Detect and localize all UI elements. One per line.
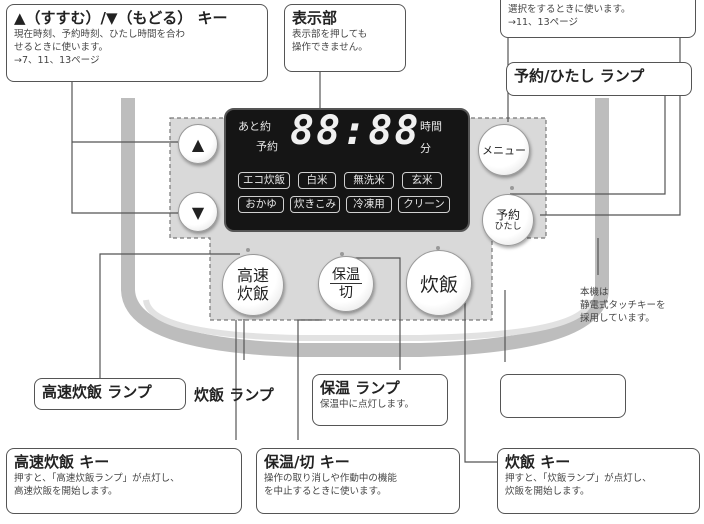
chip-genmai: 玄米 — [402, 172, 442, 189]
chip-takikomi: 炊きこみ — [290, 196, 340, 213]
suihan-key-desc-1: 押すと、「炊飯ランプ」が点灯し、 — [505, 473, 652, 484]
chip-hakumai: 白米 — [298, 172, 336, 189]
menu-button[interactable]: メニュー — [478, 124, 530, 176]
hoon-lamp-callout: 保温 ランプ 保温中に点灯します。 — [312, 374, 448, 426]
yoyaku-lamp-callout: 予約/ひたし ランプ — [506, 62, 692, 96]
suihan-key-title: 炊飯 キー — [505, 453, 571, 471]
kosoku-lamp-title: 高速炊飯 ランプ — [42, 383, 152, 401]
nav-keys-title: ▲（すすむ）/▼（もどる） キー — [14, 9, 228, 27]
hoon-lamp-dot — [340, 252, 344, 256]
yoyaku-hitashi-button[interactable]: 予約 ひたし — [482, 194, 534, 246]
lcd-fun: 分 — [420, 142, 431, 155]
nav-keys-desc-1: 現在時刻、予約時刻、ひたし時間を合わ — [14, 29, 186, 40]
kosoku-label-2: 炊飯 — [236, 284, 269, 303]
display-title: 表示部 — [292, 9, 338, 27]
chip-musenmai: 無洗米 — [344, 172, 394, 189]
lcd-ato: あと約 — [238, 120, 271, 133]
up-button[interactable]: ▲ — [178, 124, 218, 164]
yoyaku-lamp-dot — [510, 186, 514, 190]
suihan-lamp-label: 炊飯 ランプ — [194, 386, 274, 404]
down-arrow-icon: ▼ — [191, 202, 205, 222]
kosoku-lamp-dot — [246, 248, 250, 252]
display-desc-2: 操作できません。 — [292, 42, 368, 53]
touch-note-line-2: 静電式タッチキーを — [580, 300, 666, 311]
kosoku-lamp-callout: 高速炊飯 ランプ — [34, 378, 186, 410]
suihan-key-callout: 炊飯 キー 押すと、「炊飯ランプ」が点灯し、 炊飯を開始します。 — [497, 448, 700, 514]
hoon-lamp-title: 保温 ランプ — [320, 379, 400, 397]
hoon-key-desc-1: 操作の取り消しや作動中の機能 — [264, 473, 397, 484]
yoyaku-lamp-title: 予約/ひたし ランプ — [514, 67, 645, 85]
kosoku-label-1: 高速 — [236, 266, 269, 285]
kosoku-key-desc-2: 高速炊飯を開始します。 — [14, 486, 118, 497]
nav-keys-callout: ▲（すすむ）/▼（もどる） キー 現在時刻、予約時刻、ひたし時間を合わ せるとき… — [6, 4, 268, 82]
kosoku-key-callout: 高速炊飯 キー 押すと、「高速炊飯ランプ」が点灯し、 高速炊飯を開始します。 — [6, 448, 242, 514]
chip-eco: エコ炊飯 — [238, 172, 290, 189]
menu-desc-1: 選択をするときに使います。 — [508, 4, 631, 15]
blank-callout — [500, 374, 626, 418]
hitashi-button-label: ひたし — [494, 221, 522, 232]
display-panel: あと約 予約 88:88 時間 分 エコ炊飯 白米 無洗米 玄米 おかゆ 炊きこ… — [224, 108, 470, 232]
kosoku-key-desc-1: 押すと、「高速炊飯ランプ」が点灯し、 — [14, 473, 180, 484]
chip-okayu: おかゆ — [238, 196, 284, 213]
nav-keys-desc-3: →7、11、13ページ — [14, 55, 100, 66]
hoon-label: 保温 — [330, 266, 362, 284]
hoon-lamp-desc: 保温中に点灯します。 — [320, 399, 415, 410]
chip-clean: クリーン — [398, 196, 450, 213]
yoyaku-button-label: 予約 — [495, 207, 520, 222]
suihan-button-label: 炊飯 — [419, 273, 458, 296]
down-button[interactable]: ▼ — [178, 192, 218, 232]
kosoku-suihan-button[interactable]: 高速 炊飯 — [222, 254, 284, 316]
hoon-key-callout: 保温/切 キー 操作の取り消しや作動中の機能 を中止するときに使います。 — [256, 448, 460, 514]
touch-note-line-3: 採用しています。 — [580, 313, 655, 324]
suihan-lamp-dot — [436, 246, 440, 250]
hoon-key-desc-2: を中止するときに使います。 — [264, 486, 387, 497]
kosoku-key-title: 高速炊飯 キー — [14, 453, 110, 471]
lcd-yoyaku: 予約 — [256, 140, 278, 153]
suihan-key-desc-2: 炊飯を開始します。 — [505, 486, 590, 497]
menu-key-callout: 選択をするときに使います。 →11、13ページ — [500, 0, 696, 38]
touch-note-line-1: 本機は — [580, 287, 609, 298]
menu-button-label: メニュー — [482, 144, 526, 157]
nav-keys-desc-2: せるときに使います。 — [14, 42, 109, 53]
kiri-label: 切 — [339, 284, 353, 301]
hoon-kiri-button[interactable]: 保温 切 — [318, 256, 374, 312]
display-callout: 表示部 表示部を押しても 操作できません。 — [284, 4, 406, 72]
lcd-digits: 88:88 — [290, 108, 421, 154]
up-arrow-icon: ▲ — [191, 134, 205, 154]
touch-key-note: 本機は 静電式タッチキーを 採用しています。 — [580, 286, 666, 325]
display-desc-1: 表示部を押しても — [292, 29, 368, 40]
hoon-key-title: 保温/切 キー — [264, 453, 350, 471]
menu-desc-2: →11、13ページ — [508, 17, 578, 28]
chip-reitou: 冷凍用 — [346, 196, 392, 213]
suihan-button[interactable]: 炊飯 — [406, 250, 472, 316]
lcd-jikan: 時間 — [420, 120, 442, 133]
